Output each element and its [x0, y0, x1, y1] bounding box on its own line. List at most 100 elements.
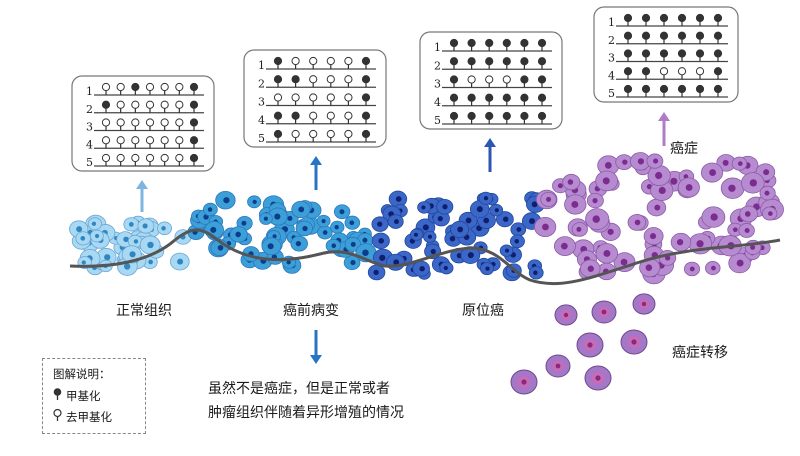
tissue-cell — [705, 261, 721, 276]
methylated-site — [189, 100, 199, 113]
methylated-site — [520, 75, 529, 88]
methylated-site — [467, 57, 476, 70]
unmethylated-site — [291, 56, 300, 69]
tissue-cell — [740, 172, 765, 194]
strand-number: 4 — [434, 96, 441, 109]
tissue-cell — [479, 262, 495, 276]
methylated-site — [467, 38, 476, 51]
tissue-cell — [325, 238, 341, 253]
tissue-cell — [509, 234, 525, 249]
unmethylated-site — [116, 153, 125, 166]
down-arrow-precancer-note — [310, 330, 322, 364]
tissue-cell — [450, 220, 470, 238]
tissue-cell — [739, 205, 758, 223]
tissue-cell — [677, 177, 700, 198]
unmethylated-site — [145, 153, 155, 166]
unmethylated-site — [309, 75, 318, 88]
methylated-site — [520, 57, 529, 70]
strand-number: 4 — [258, 114, 265, 127]
unmethylated-site — [309, 56, 318, 69]
metastatic-cell — [576, 332, 604, 358]
tissue-cell — [137, 218, 155, 234]
methylated-site — [623, 31, 633, 44]
methylated-site — [695, 49, 705, 62]
unmethylated-site — [326, 111, 335, 124]
methylated-site — [695, 13, 705, 26]
methylated-site — [695, 31, 705, 44]
methylated-site — [695, 84, 705, 97]
methylated-site — [101, 100, 111, 113]
strand-number: 1 — [258, 59, 265, 72]
tissue-cell — [87, 217, 103, 231]
tissue-cell — [344, 236, 361, 252]
methylated-site — [273, 129, 283, 142]
methylated-site — [291, 75, 300, 88]
tissue-cell — [295, 220, 313, 237]
methylated-site — [485, 111, 494, 124]
tissue-cell — [229, 226, 248, 243]
tissue-cell — [469, 200, 490, 218]
tissue-cell — [683, 261, 700, 277]
methylated-site — [502, 38, 511, 51]
methylated-site — [677, 84, 687, 97]
tissue-cell — [89, 229, 104, 243]
tissue-cell — [562, 173, 581, 191]
tissue-cell — [412, 260, 430, 277]
unmethylated-site — [101, 153, 111, 166]
methylated-site — [520, 111, 529, 124]
unmethylated-site — [131, 118, 140, 131]
tissue-cell — [595, 170, 619, 192]
metastatic-cell — [510, 369, 538, 395]
unmethylated-site — [131, 100, 140, 113]
strand-number: 1 — [86, 85, 93, 98]
tissue-cell — [499, 244, 514, 257]
tissue-cell — [410, 228, 424, 241]
unmethylated-site — [309, 111, 318, 124]
strand-number: 5 — [258, 132, 265, 145]
tissue-cell — [291, 200, 311, 219]
tissue-cell — [316, 214, 331, 228]
methylated-site — [623, 13, 633, 26]
methylated-site — [641, 13, 651, 26]
methylated-site — [449, 93, 459, 106]
methylated-site — [713, 84, 723, 97]
strand-number: 3 — [608, 52, 615, 65]
unmethylated-site — [116, 100, 125, 113]
stage-arrow-precancer — [310, 156, 322, 190]
strand-number: 5 — [434, 114, 441, 127]
methylated-site — [361, 56, 371, 69]
strand-number: 2 — [434, 59, 441, 72]
methylated-site — [449, 38, 459, 51]
unmethylated-site — [677, 67, 687, 80]
unmethylated-site — [145, 100, 155, 113]
tissue-cell — [267, 207, 288, 226]
methylated-site — [659, 31, 669, 44]
unmethylated-site — [175, 82, 184, 95]
tissue-cell — [371, 216, 389, 232]
unmethylated-site — [344, 75, 353, 88]
tissue-baseline — [69, 228, 781, 286]
unmethylated-site — [160, 118, 169, 131]
unmethylated-site — [273, 93, 283, 106]
methylated-site — [449, 75, 459, 88]
unmethylated-site — [175, 136, 184, 149]
unmethylated-site — [101, 82, 111, 95]
strand-number: 4 — [608, 69, 615, 82]
unmethylated-site — [659, 67, 669, 80]
legend-unmethylated: 去甲基化 — [53, 408, 112, 425]
unmethylated-site — [116, 136, 125, 149]
unmethylated-site — [145, 136, 155, 149]
methylated-site — [520, 38, 529, 51]
methylated-site — [485, 57, 494, 70]
legend-methylated: 甲基化 — [53, 388, 101, 404]
methylated-site — [641, 67, 651, 80]
tissue-cell — [585, 208, 610, 230]
tissue-cell — [615, 154, 633, 171]
legend-unmethylated-text: 去甲基化 — [66, 410, 112, 424]
tissue-cell — [630, 152, 651, 171]
tissue-cell — [580, 259, 601, 278]
methylated-site — [502, 111, 511, 124]
strand-number: 3 — [434, 78, 441, 91]
methylated-site — [537, 111, 547, 124]
